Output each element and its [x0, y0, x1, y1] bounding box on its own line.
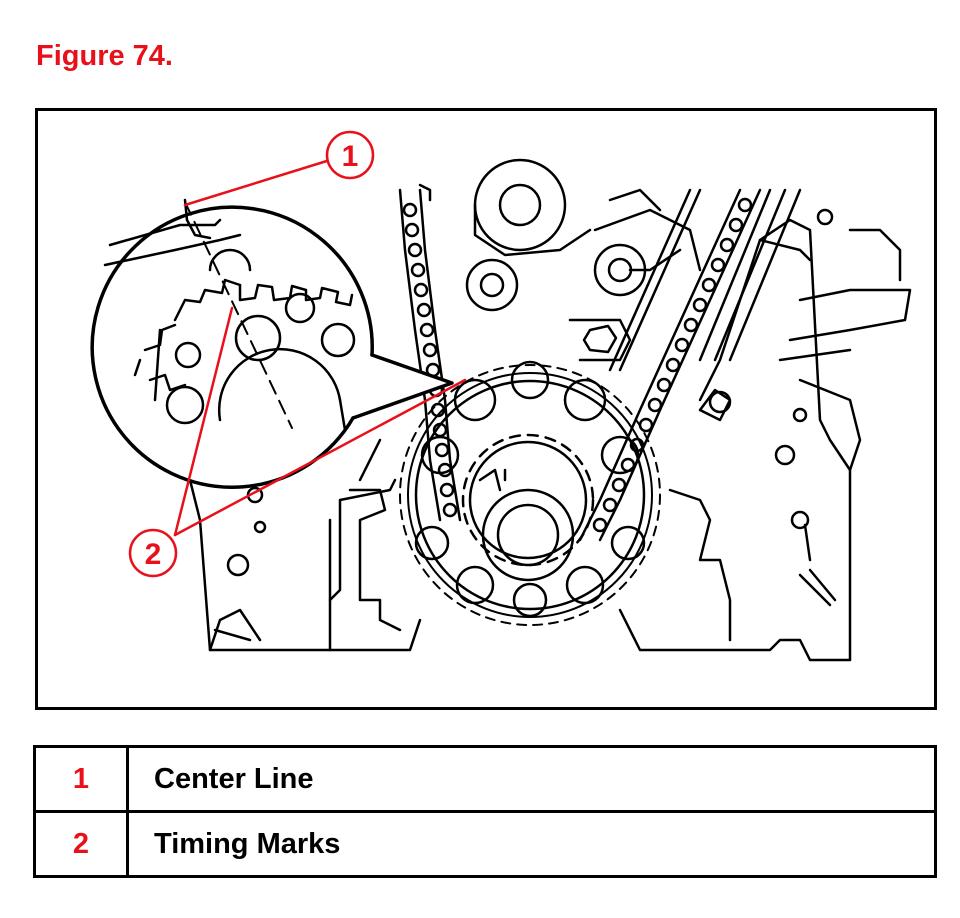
legend-number: 2: [33, 810, 129, 878]
crank-sprocket: [399, 360, 661, 626]
callout-1: [183, 130, 375, 207]
legend-table: 1 Center Line 2 Timing Marks: [33, 745, 937, 878]
legend-row: 2 Timing Marks: [33, 810, 937, 878]
idler-pulley-right: [593, 243, 647, 297]
callout-2-circle: [128, 528, 178, 578]
legend-row: 1 Center Line: [33, 745, 937, 813]
engine-timing-diagram: 1 2: [90, 130, 912, 662]
legend-description: Center Line: [126, 745, 937, 813]
callout-1-number: 1: [342, 140, 359, 173]
diagram-frame: 1 2: [35, 108, 937, 710]
callout-2: [128, 306, 467, 578]
legend-number: 1: [33, 745, 129, 813]
timing-mark-leader-upper: [173, 306, 234, 537]
idler-pulley-left: [465, 258, 519, 312]
center-line-leader: [183, 158, 332, 207]
idler-pulley-top: [473, 158, 592, 257]
callout-1-circle: [325, 130, 375, 180]
inner-gear: [461, 433, 595, 582]
callout-2-number: 2: [145, 538, 162, 571]
chain-guide: [608, 188, 802, 372]
legend-description: Timing Marks: [126, 810, 937, 878]
timing-mark-leader-lower: [173, 378, 467, 537]
timing-chain-right: [578, 188, 762, 542]
figure-title: Figure 74.: [36, 40, 173, 72]
magnified-detail: [90, 198, 454, 489]
